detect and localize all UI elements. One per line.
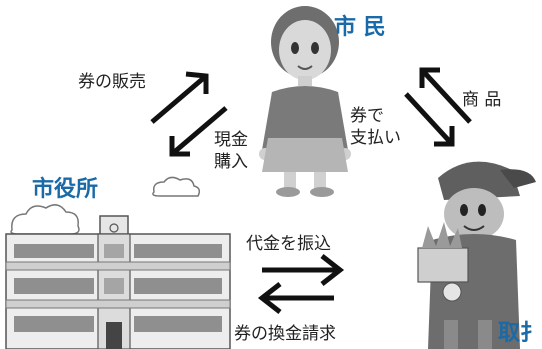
arrow-redeem-icon — [257, 282, 334, 314]
cloud-right-icon — [152, 176, 201, 197]
transfer-payment-label: 代金を振込 — [246, 234, 331, 254]
citizen-title: 市 民 — [334, 15, 386, 40]
city-hall-title: 市役所 — [32, 177, 99, 202]
ticket-sale-label: 券の販売 — [78, 72, 146, 92]
redeem-request-label: 券の換金請求 — [234, 324, 336, 344]
merchant-figure — [417, 161, 536, 349]
cash-purchase-label-2: 購入 — [214, 152, 248, 172]
city-hall-building — [5, 215, 231, 349]
cash-purchase-label-1: 現金 — [214, 130, 248, 150]
citizen-figure — [259, 6, 351, 197]
arrow-transfer-icon — [262, 254, 345, 286]
arrow-ticket-sale-icon — [150, 71, 209, 124]
goods-label: 商 品 — [462, 90, 502, 110]
arrow-goods-icon — [419, 67, 472, 124]
merchant-title: 取扌 — [498, 321, 542, 346]
arrow-ticket-payment-icon — [404, 92, 455, 147]
arrow-cash-purchase-icon — [169, 106, 228, 157]
pay-with-ticket-label-1: 券で — [350, 106, 384, 126]
cloud-left-icon — [10, 204, 80, 235]
pay-with-ticket-label-2: 支払い — [350, 128, 401, 148]
